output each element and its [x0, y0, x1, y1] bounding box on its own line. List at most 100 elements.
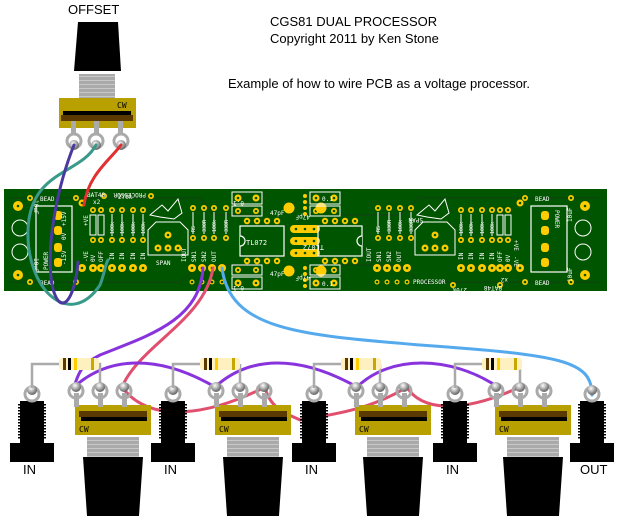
jack-thread — [578, 434, 580, 436]
pot-knob[interactable] — [223, 457, 283, 516]
jack-thread — [44, 413, 46, 415]
pcb-pad-hole — [469, 266, 473, 270]
input-jack-label: IN — [164, 462, 177, 477]
supply-pin-label: +VE — [83, 215, 90, 226]
pcb-pad-hole — [518, 201, 522, 205]
pot-cw-label: CW — [219, 425, 229, 434]
jack-thread — [578, 425, 580, 427]
output-jack-body[interactable] — [570, 385, 614, 462]
pcb-pad-hole — [376, 206, 380, 210]
output-jack[interactable] — [570, 385, 614, 462]
input-jack[interactable] — [151, 385, 195, 462]
jack-thread — [300, 419, 302, 421]
unicorn-logo — [415, 197, 450, 220]
resistor-label: 330R — [409, 219, 415, 232]
pcb-pad-hole — [224, 236, 228, 240]
via-pad — [303, 194, 307, 198]
input-pin-label: IN — [140, 252, 147, 260]
jack-thread — [441, 416, 443, 418]
mounting-pad — [283, 202, 295, 214]
solder-joint — [587, 385, 597, 395]
pot-wiper — [499, 411, 567, 417]
pcb-pad-hole — [220, 280, 224, 284]
pcb-pad-hole — [523, 280, 527, 284]
jack-thread — [467, 425, 469, 427]
pcb-pad-hole — [443, 246, 447, 250]
pcb-pad-hole — [498, 266, 502, 270]
jack-thread — [604, 431, 606, 433]
offset-knob[interactable] — [74, 22, 121, 71]
level-pot[interactable]: CW — [347, 382, 431, 516]
pcb-pad-hole — [255, 219, 259, 223]
pcb-pad-hole — [395, 280, 399, 284]
pcb-pad-hole — [353, 219, 357, 223]
solder-joint — [491, 382, 501, 392]
jack-thread — [18, 416, 20, 418]
jack-thread — [159, 431, 161, 433]
jack-thread — [441, 404, 443, 406]
cap-value-label: 0.1 — [233, 284, 244, 291]
pcb-pad-hole — [191, 236, 195, 240]
level-pot[interactable]: CW — [67, 382, 151, 516]
jack-thread — [604, 404, 606, 406]
jack-thread — [300, 410, 302, 412]
offset-pot[interactable]: CW — [59, 22, 136, 150]
pcb-pad-hole — [131, 208, 135, 212]
pcb-pad-hole — [433, 233, 437, 237]
jack-thread — [44, 425, 46, 427]
jack-thread — [300, 437, 302, 439]
wire-sn2-red — [120, 266, 215, 389]
pcb-pad-hole — [294, 251, 298, 255]
jack-nut — [10, 443, 54, 462]
electrolytic-cap-outline — [574, 243, 592, 261]
ic-label: TL072 — [246, 239, 267, 247]
level-pot[interactable]: CW — [487, 382, 571, 516]
jack-thread — [300, 413, 302, 415]
pcb-pad-hole — [91, 208, 95, 212]
jack-thread — [44, 410, 46, 412]
pot-knob[interactable] — [503, 457, 563, 516]
ic-notch — [239, 235, 246, 247]
pot-knob[interactable] — [363, 457, 423, 516]
pcb-pad-hole — [212, 236, 216, 240]
level-pot[interactable]: CW — [207, 382, 291, 516]
resistor-lead — [171, 362, 200, 388]
pot-lug-stem — [494, 393, 499, 407]
pcb-pad-hole — [275, 219, 279, 223]
input-jack-label: IN — [305, 462, 318, 477]
power-pin-pad — [541, 226, 549, 235]
cap-value-label: 0.1 — [233, 199, 244, 206]
pcb-pad-hole — [387, 206, 391, 210]
input-jack[interactable] — [433, 385, 477, 462]
supply-pin-label: +VE — [512, 240, 519, 251]
bead-label: BEAD — [40, 196, 55, 203]
solder-joint — [235, 382, 245, 392]
pot-lug-stem — [122, 393, 127, 407]
pcb-pad-hole — [459, 238, 463, 242]
pot-knob[interactable] — [83, 457, 143, 516]
pot-shaft — [507, 437, 559, 457]
pot-wiper — [79, 411, 147, 417]
pcb-pad-hole — [312, 251, 316, 255]
resistor-label: 100k — [110, 222, 116, 234]
pcb-pad-hole — [405, 266, 409, 270]
input-pin-label: IN — [489, 252, 496, 260]
jack-thread — [604, 410, 606, 412]
ic-label: TL072 — [303, 243, 324, 251]
pin-label: OFF — [497, 251, 504, 262]
pcb-pad-hole — [80, 266, 84, 270]
jack-thread — [326, 437, 328, 439]
via-pad — [303, 206, 307, 210]
resistor-label: 100k — [212, 220, 218, 232]
resistor-color-band — [486, 358, 489, 370]
pcb-pad-hole — [99, 266, 103, 270]
pcb-pad-hole — [91, 266, 95, 270]
pcb-pad-hole — [131, 266, 135, 270]
resistor-label: 100k — [131, 222, 137, 234]
pcb-pad-hole — [191, 206, 195, 210]
trimmer-outline — [414, 221, 456, 256]
input-jack[interactable] — [292, 385, 336, 462]
input-jack[interactable] — [10, 385, 54, 462]
jack-nut — [151, 443, 195, 462]
pot-track — [361, 417, 427, 421]
